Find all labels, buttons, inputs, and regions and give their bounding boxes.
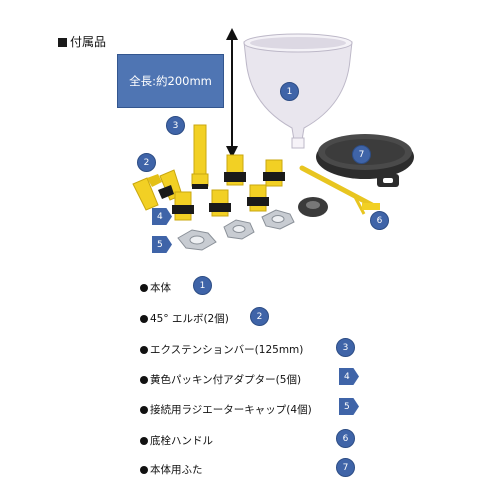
legend-badge-3: 3: [336, 338, 355, 357]
legend-row-2: 45° エルボ(2個): [140, 311, 229, 326]
legend-badge-7: 7: [336, 458, 355, 477]
bullet-dot-icon: [140, 375, 148, 384]
dimension-arrow-icon: [226, 28, 238, 158]
radiator-caps: [177, 209, 295, 251]
legend-row-7: 本体用ふた: [140, 462, 203, 477]
bullet-dot-icon: [140, 345, 148, 354]
legend-badge-1: 1: [193, 276, 212, 295]
callout-badge-7: 7: [352, 145, 371, 164]
legend-badge-2: 2: [250, 307, 269, 326]
bullet-dot-icon: [140, 436, 148, 445]
parts-illustration: [132, 28, 414, 251]
legend-badge-6: 6: [336, 429, 355, 448]
drain-plug-handle: [299, 165, 380, 215]
legend-row-6: 底栓ハンドル: [140, 433, 213, 448]
legend-row-1: 本体: [140, 280, 171, 295]
bullet-dot-icon: [140, 283, 148, 292]
legend-row-5: 接続用ラジエーターキャップ(4個): [140, 402, 312, 417]
callout-badge-2: 2: [137, 153, 156, 172]
legend-tag-5: 5: [339, 398, 359, 415]
legend-row-4: 黄色パッキン付アダプター(5個): [140, 372, 301, 387]
length-spec-box: 全長:約200mm: [117, 54, 224, 108]
black-gasket-ring: [298, 197, 328, 217]
bullet-dot-icon: [140, 314, 148, 323]
legend-row-3: エクステンションバー(125mm): [140, 342, 303, 357]
bullet-dot-icon: [140, 405, 148, 414]
bullet-dot-icon: [140, 465, 148, 474]
callout-badge-3: 3: [166, 116, 185, 135]
square-bullet-icon: [58, 38, 67, 47]
yellow-gasket-adapters: [172, 154, 285, 221]
callout-badge-6: 6: [370, 211, 389, 230]
accessories-heading: 付属品: [58, 33, 106, 50]
callout-tag-5: 5: [152, 236, 172, 253]
callout-badge-1: 1: [280, 82, 299, 101]
legend-tag-4: 4: [339, 368, 359, 385]
extension-bar: [191, 124, 209, 189]
callout-tag-4: 4: [152, 208, 172, 225]
